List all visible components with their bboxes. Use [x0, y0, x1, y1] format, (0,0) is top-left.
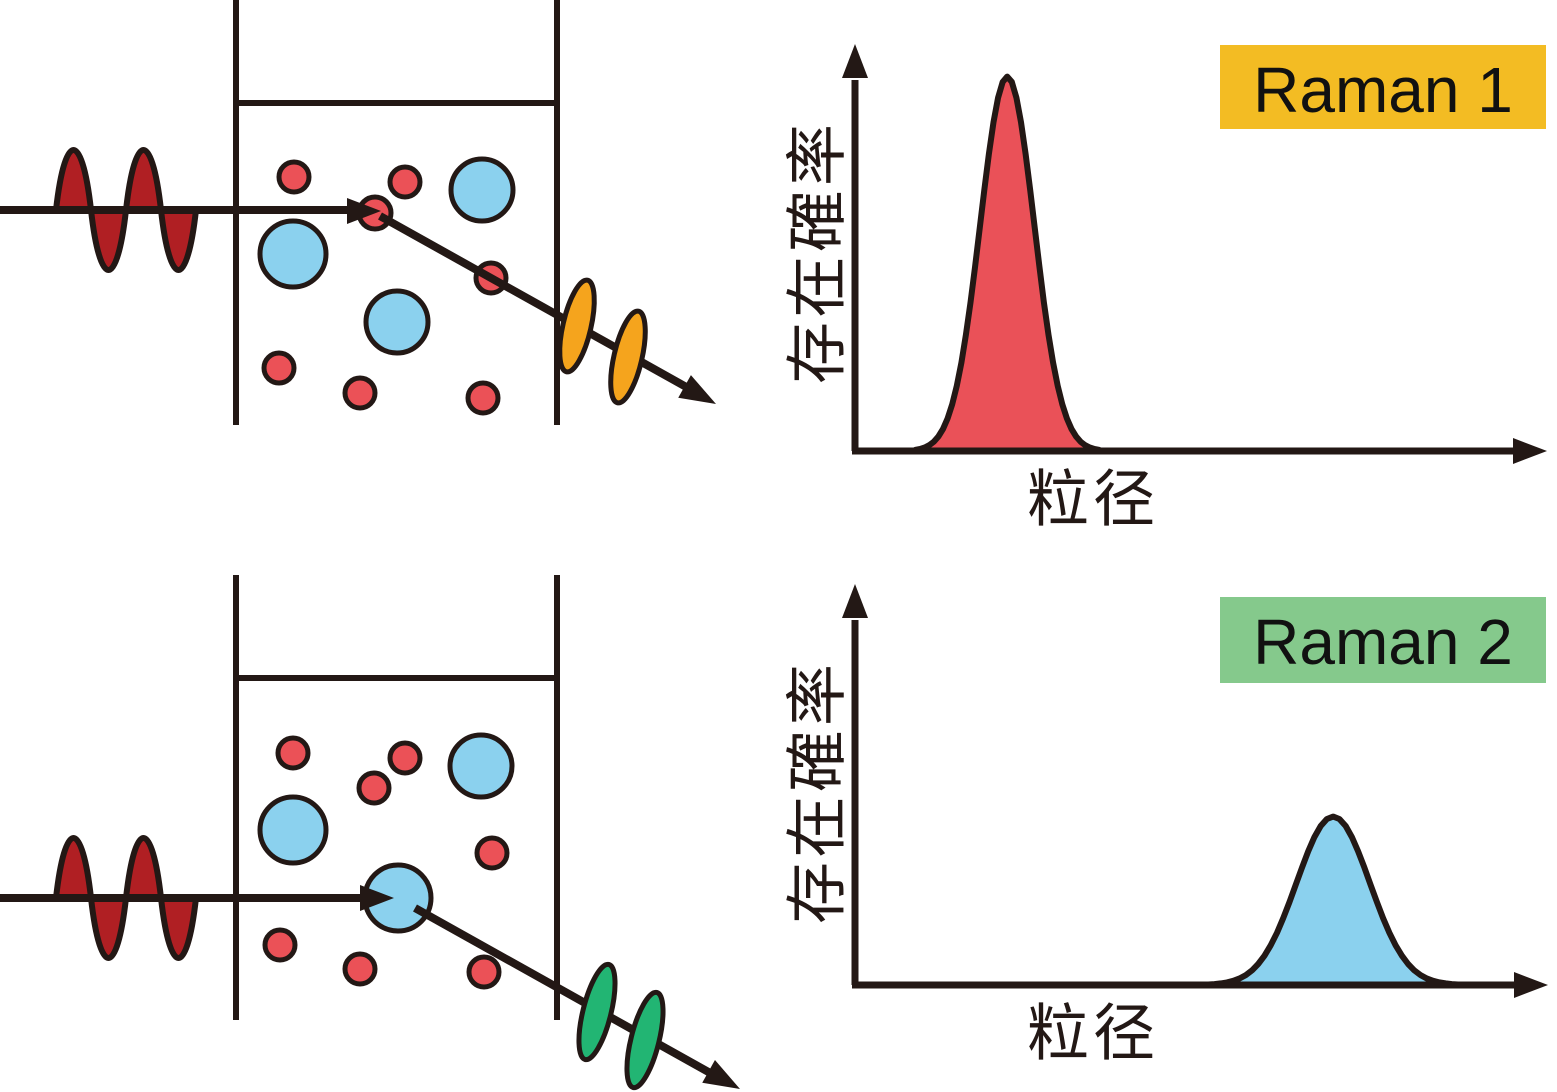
y-axis-label: 存在確率 — [784, 120, 853, 384]
distribution-peak-red — [912, 73, 1102, 453]
distribution-peak-blue — [1205, 813, 1461, 988]
red-particle — [342, 951, 378, 987]
red-particle — [387, 164, 423, 200]
raman1-chart: 存在確率 粒径 Raman 1 — [784, 44, 1547, 535]
red-particle — [474, 835, 510, 871]
axes-1 — [842, 44, 1547, 464]
scattered-beam-line — [378, 212, 699, 397]
wave-lobe — [557, 277, 597, 375]
wave-lobe — [624, 989, 666, 1091]
large-blue-particles-1 — [257, 156, 516, 356]
raman2-title-box — [1220, 597, 1546, 683]
wave-lobe — [576, 961, 618, 1063]
cuvette-2 — [233, 575, 560, 1020]
red-particle — [342, 375, 378, 411]
axes-2 — [842, 584, 1548, 998]
blue-particle — [257, 218, 329, 290]
raman1-title-box — [1220, 45, 1546, 129]
arrowhead-icon — [360, 885, 394, 911]
red-particle — [465, 380, 501, 416]
raman2-scattered-wave-icon — [576, 961, 666, 1091]
blue-particle — [363, 288, 431, 356]
y-axis-label: 存在確率 — [784, 660, 853, 924]
blue-particle — [448, 156, 516, 224]
large-blue-particles-2 — [257, 732, 515, 934]
blue-particle — [257, 794, 329, 866]
small-red-particles-2 — [262, 735, 510, 990]
incident-beam-arrow-2 — [0, 885, 394, 911]
red-particle — [275, 735, 311, 771]
x-axis-arrowhead-icon — [1513, 438, 1547, 464]
red-particle — [261, 350, 297, 386]
scattered-beam-arrow-1 — [378, 212, 716, 404]
y-axis-arrowhead-icon — [842, 44, 868, 78]
blue-particle — [447, 732, 515, 800]
raman1-title: Raman 1 — [1253, 54, 1513, 126]
raman1-scheme — [0, 0, 716, 425]
red-particle — [466, 954, 502, 990]
x-axis-label: 粒径 — [1027, 466, 1159, 535]
raman1-scattered-wave-icon — [557, 277, 648, 406]
red-particle — [276, 159, 312, 195]
x-axis-arrowhead-icon — [1514, 972, 1548, 998]
red-particle — [387, 740, 423, 776]
arrowhead-icon — [347, 198, 381, 224]
raman2-chart: 存在確率 粒径 Raman 2 — [784, 584, 1548, 1069]
raman2-scheme — [0, 575, 740, 1091]
wave-lobe — [608, 308, 648, 406]
y-axis-arrowhead-icon — [842, 584, 868, 618]
scattered-beam-arrow-2 — [413, 904, 740, 1089]
red-particle — [262, 927, 298, 963]
raman2-title: Raman 2 — [1253, 606, 1513, 678]
x-axis-label: 粒径 — [1027, 1000, 1159, 1069]
arrowhead-icon — [678, 375, 716, 404]
incident-beam-arrow-1 — [0, 198, 381, 224]
red-particle — [356, 770, 392, 806]
small-red-particles-1 — [261, 159, 509, 416]
scattered-beam-line — [413, 904, 723, 1083]
arrowhead-icon — [702, 1060, 740, 1089]
